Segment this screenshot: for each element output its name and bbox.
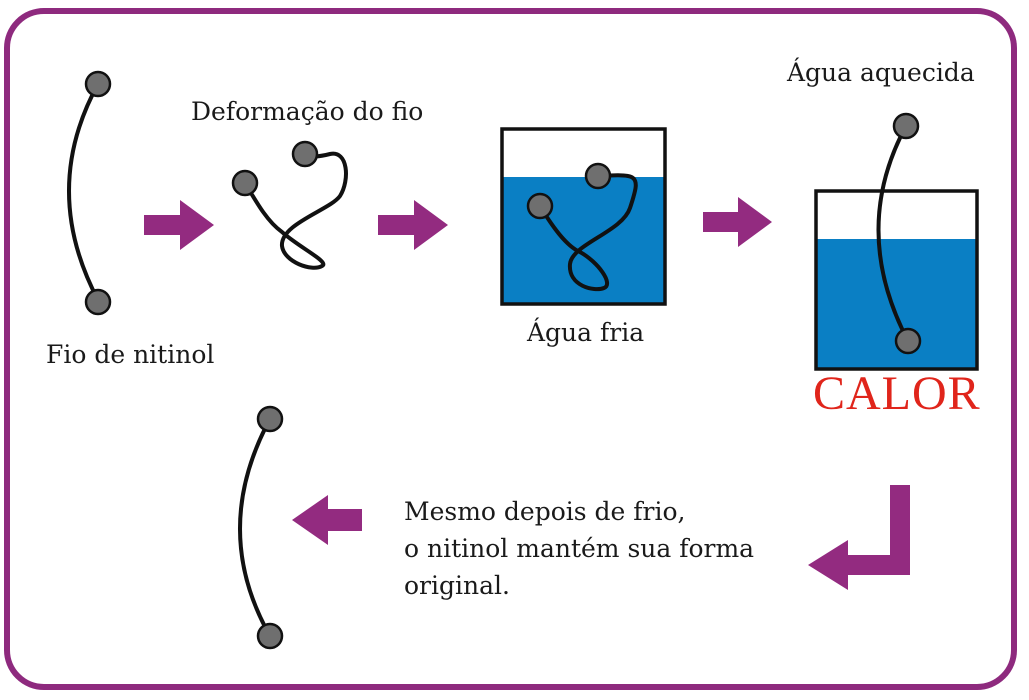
cold-water-beaker xyxy=(500,127,667,306)
arrow-right-2 xyxy=(378,200,448,250)
caption: Mesmo depois de frio, o nitinol mantém s… xyxy=(404,493,754,604)
arrow-return xyxy=(808,485,910,590)
label-deformacao: Deformação do fio xyxy=(191,97,424,126)
caption-line-2: o nitinol mantém sua forma xyxy=(404,534,755,563)
label-agua-fria: Água fria xyxy=(527,318,645,347)
caption-line-3: original. xyxy=(404,571,510,600)
arrow-left xyxy=(292,495,362,545)
label-agua-aquecida: Água aquecida xyxy=(787,58,975,87)
nitinol-wire-initial xyxy=(67,70,112,316)
label-fio-nitinol: Fio de nitinol xyxy=(46,340,215,369)
heated-water-beaker xyxy=(814,112,979,371)
label-calor: CALOR xyxy=(813,367,981,420)
caption-line-1: Mesmo depois de frio, xyxy=(404,497,686,526)
deformed-wire xyxy=(231,140,348,270)
arrow-right-1 xyxy=(144,200,214,250)
arrow-right-3 xyxy=(703,197,772,247)
nitinol-wire-recovered xyxy=(238,405,284,650)
